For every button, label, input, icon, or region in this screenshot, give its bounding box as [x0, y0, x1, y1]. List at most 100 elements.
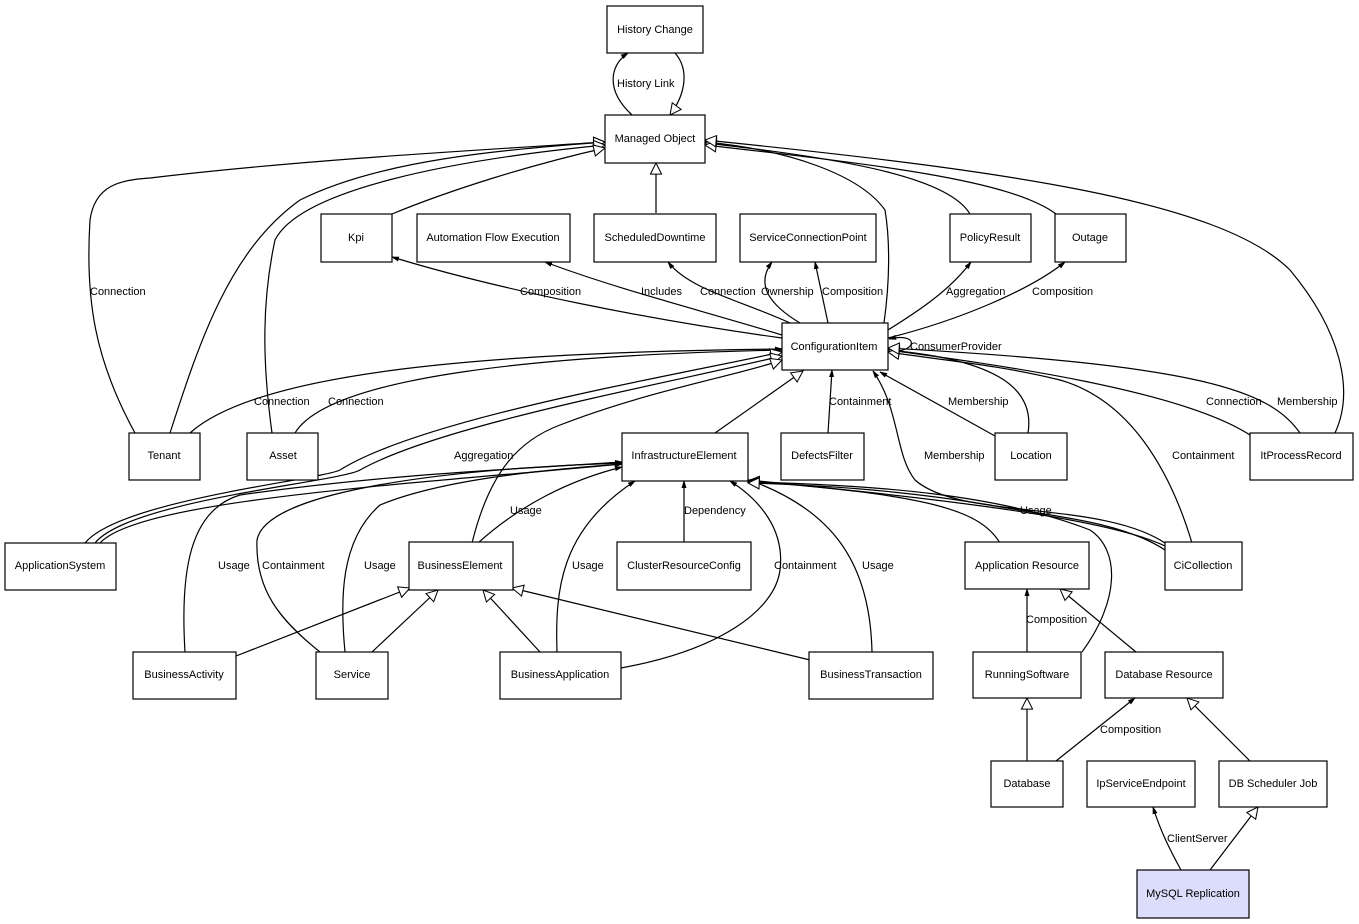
edge-policy-managed	[705, 143, 971, 215]
node-it-process-record[interactable]: ItProcessRecord	[1249, 432, 1354, 481]
edge-biztrans-infra	[752, 480, 873, 653]
node-kpi[interactable]: Kpi	[320, 213, 393, 263]
node-label-outage: Outage	[1072, 232, 1108, 244]
node-business-application[interactable]: BusinessApplication	[499, 651, 622, 700]
edge-itprocess-managed	[705, 140, 1345, 434]
node-label-service-connection-point: ServiceConnectionPoint	[749, 232, 866, 244]
node-label-managed-object: Managed Object	[615, 133, 696, 145]
edge-label-composition-database: Composition	[1100, 724, 1161, 736]
edge-label-aggregation-policy: Aggregation	[946, 286, 1005, 298]
node-label-mysql-replication: MySQL Replication	[1146, 888, 1240, 900]
node-label-business-element: BusinessElement	[418, 560, 503, 572]
node-label-kpi: Kpi	[348, 232, 364, 244]
node-label-asset: Asset	[269, 450, 297, 462]
edge-service-infra-usage	[342, 464, 622, 653]
edge-label-membership-location: Membership	[948, 396, 1009, 408]
edge-tenant-managed-1	[88, 142, 605, 434]
node-label-running-software: RunningSoftware	[985, 669, 1069, 681]
node-configuration-item[interactable]: ConfigurationItem	[781, 322, 889, 371]
edge-outage-managed	[705, 145, 1057, 215]
node-label-database: Database	[1003, 778, 1050, 790]
node-cluster-resource-config[interactable]: ClusterResourceConfig	[616, 541, 752, 591]
node-label-tenant: Tenant	[147, 450, 180, 462]
edge-appsystem-ci-1	[84, 352, 782, 544]
edge-cicollection-infra-inh	[748, 483, 1166, 551]
node-database[interactable]: Database	[990, 760, 1064, 808]
node-infrastructure-element[interactable]: InfrastructureElement	[621, 432, 749, 482]
node-label-ci-collection: CiCollection	[1174, 560, 1233, 572]
node-service-connection-point[interactable]: ServiceConnectionPoint	[739, 213, 877, 263]
node-application-system[interactable]: ApplicationSystem	[4, 542, 117, 591]
node-service[interactable]: Service	[315, 651, 389, 700]
edge-tenant-ci	[189, 349, 782, 434]
node-mysql-replication[interactable]: MySQL Replication	[1136, 869, 1250, 919]
edge-label-composition-outage: Composition	[1032, 286, 1093, 298]
edge-label-ownership: Ownership	[761, 286, 814, 298]
edge-label-composition-kpi: Composition	[520, 286, 581, 298]
edge-label-containment-service: Containment	[262, 560, 324, 572]
edge-label-usage-cicollection: Usage	[1020, 505, 1052, 517]
node-business-activity[interactable]: BusinessActivity	[132, 651, 237, 700]
node-label-cluster-resource-config: ClusterResourceConfig	[627, 560, 741, 572]
nodes: History Change Managed Object Kpi Automa…	[4, 5, 1354, 919]
node-scheduled-downtime[interactable]: ScheduledDowntime	[593, 213, 717, 263]
edge-bizapp-bizelement	[483, 590, 541, 653]
node-label-configuration-item: ConfigurationItem	[791, 341, 878, 353]
node-policy-result[interactable]: PolicyResult	[949, 213, 1032, 263]
edge-mysql-dbjob	[1209, 807, 1258, 871]
edge-cicollection-ci-inh	[888, 352, 1193, 544]
node-label-business-application: BusinessApplication	[511, 669, 609, 681]
node-ci-collection[interactable]: CiCollection	[1164, 541, 1243, 591]
node-tenant[interactable]: Tenant	[128, 432, 201, 481]
node-location[interactable]: Location	[994, 432, 1068, 481]
edge-ci-automation	[545, 261, 783, 336]
edge-bizelement-infra	[477, 467, 622, 544]
node-business-transaction[interactable]: BusinessTransaction	[808, 651, 934, 700]
node-managed-object[interactable]: Managed Object	[604, 114, 706, 164]
node-label-ip-service-endpoint: IpServiceEndpoint	[1096, 778, 1185, 790]
edge-defects-ci	[827, 370, 832, 434]
node-label-defects-filter: DefectsFilter	[791, 450, 853, 462]
edge-label-usage-biztrans: Usage	[862, 560, 894, 572]
node-db-scheduler-job[interactable]: DB Scheduler Job	[1218, 760, 1328, 808]
edge-label-usage-bizapp: Usage	[572, 560, 604, 572]
node-defects-filter[interactable]: DefectsFilter	[780, 432, 865, 481]
node-history-change[interactable]: History Change	[606, 5, 704, 54]
edge-service-bizelement	[371, 590, 438, 653]
node-ip-service-endpoint[interactable]: IpServiceEndpoint	[1086, 760, 1196, 808]
edge-label-membership-cicollection: Membership	[924, 450, 985, 462]
node-label-infrastructure-element: InfrastructureElement	[631, 450, 736, 462]
edge-label-client-server: ClientServer	[1167, 833, 1228, 845]
edge-ci-outage	[887, 262, 1065, 339]
edges	[84, 53, 1345, 871]
node-label-scheduled-downtime: ScheduledDowntime	[605, 232, 706, 244]
node-business-element[interactable]: BusinessElement	[408, 541, 514, 591]
node-label-history-change: History Change	[617, 24, 693, 36]
edge-running-infra	[748, 482, 1113, 653]
node-asset[interactable]: Asset	[246, 432, 319, 481]
edge-database-dbres	[1055, 698, 1135, 762]
edge-label-membership-itprocess: Membership	[1277, 396, 1338, 408]
node-outage[interactable]: Outage	[1054, 213, 1127, 263]
node-application-resource[interactable]: Application Resource	[964, 541, 1090, 590]
node-database-resource[interactable]: Database Resource	[1104, 651, 1224, 699]
edge-history-link-to-history	[612, 53, 633, 116]
edge-label-composition-scp: Composition	[822, 286, 883, 298]
edge-label-containment-defects: Containment	[829, 396, 891, 408]
edge-ci-managed	[705, 142, 890, 324]
node-label-application-system: ApplicationSystem	[15, 560, 106, 572]
edge-label-containment-bizapp: Containment	[774, 560, 836, 572]
node-running-software[interactable]: RunningSoftware	[972, 651, 1082, 699]
edge-label-consumer-provider: ConsumerProvider	[910, 341, 1002, 353]
edge-label-history-link: History Link	[617, 78, 675, 90]
node-automation-flow-execution[interactable]: Automation Flow Execution	[416, 213, 571, 263]
node-label-db-scheduler-job: DB Scheduler Job	[1229, 778, 1318, 790]
edge-itprocess-ci-inh	[888, 348, 1301, 434]
node-label-business-activity: BusinessActivity	[144, 669, 224, 681]
node-label-it-process-record: ItProcessRecord	[1260, 450, 1341, 462]
edge-asset-ci	[294, 350, 782, 434]
edge-label-usage-business-element: Usage	[510, 505, 542, 517]
node-label-service: Service	[334, 669, 371, 681]
edge-label-usage-activity: Usage	[218, 560, 250, 572]
